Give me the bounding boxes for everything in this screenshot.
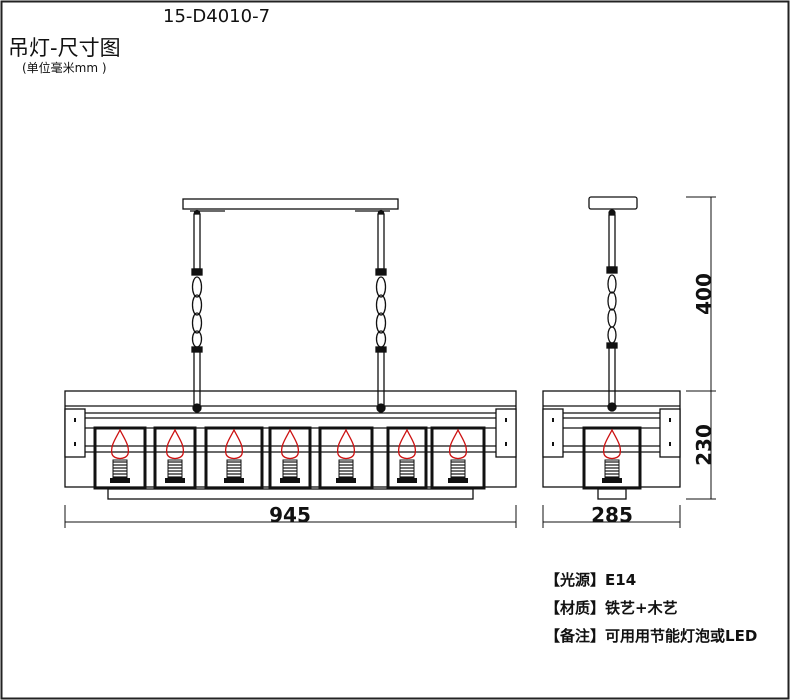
- side-lamp-cage: [582, 426, 642, 490]
- lamp-cage-7: [430, 426, 486, 490]
- spec-label: 【备注】: [545, 627, 606, 645]
- front-right-chain: [375, 276, 387, 348]
- side-chain: [607, 274, 617, 344]
- front-width-dimension: [64, 505, 517, 528]
- side-lamp-cage-inner: [582, 426, 642, 490]
- chain-height-label: 400: [692, 273, 716, 315]
- spec-value: 铁艺+木艺: [605, 599, 678, 617]
- lamp-cage-6: [386, 426, 428, 490]
- side-width-label: 285: [591, 503, 633, 527]
- unit-note: (单位毫米mm ): [22, 61, 107, 75]
- spec-label: 【光源】: [545, 571, 606, 589]
- lamp-cage-4: [268, 426, 312, 490]
- lamp-cage-1: [93, 426, 147, 490]
- spec-remark: 【备注】可用用节能灯泡或LED: [545, 625, 757, 646]
- lamp-cage-2: [153, 426, 197, 490]
- front-right-rod: [377, 213, 385, 270]
- side-width-dimension: [542, 505, 681, 528]
- side-view: [542, 196, 681, 500]
- front-left-rod: [193, 213, 201, 270]
- spec-label: 【材质】: [545, 599, 606, 617]
- spec-light-source: 【光源】E14: [545, 569, 636, 590]
- front-left-chain: [191, 276, 203, 348]
- side-canopy: [588, 196, 638, 210]
- height-dimensions: [686, 196, 716, 500]
- spec-material: 【材质】铁艺+木艺: [545, 597, 678, 618]
- front-view: [64, 198, 517, 500]
- front-lamp-cages: [93, 426, 486, 490]
- page-title: 吊灯-尺寸图: [8, 36, 121, 60]
- model-code: 15-D4010-7: [163, 6, 271, 27]
- spec-value: 可用用节能灯泡或LED: [605, 627, 758, 645]
- body-height-label: 230: [692, 424, 716, 466]
- lamp-cage-3: [204, 426, 264, 490]
- spec-value: E14: [605, 571, 637, 589]
- front-width-label: 945: [269, 503, 311, 527]
- lamp-cage-5: [318, 426, 374, 490]
- front-canopy: [182, 198, 399, 210]
